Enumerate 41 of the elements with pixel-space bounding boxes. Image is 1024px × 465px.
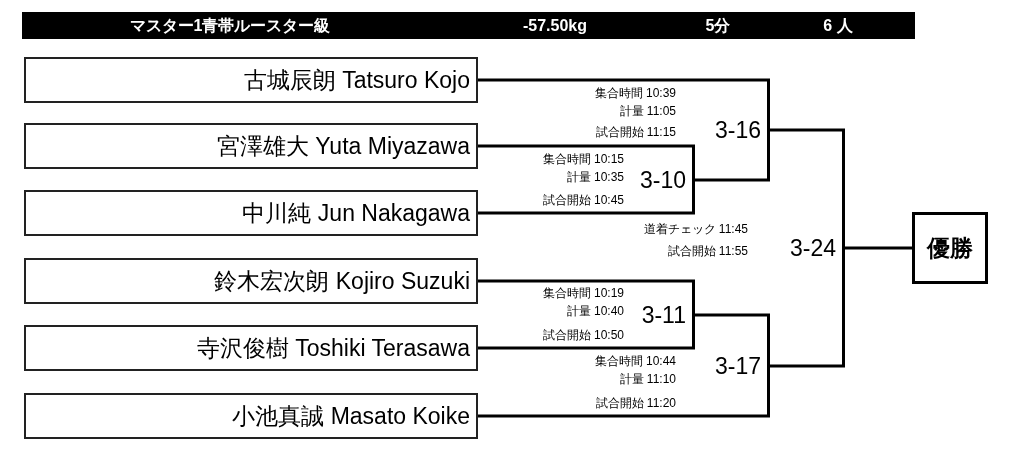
schedule-time: 計量 10:35	[566, 170, 624, 185]
schedule-time: 試合開始 11:15	[595, 125, 676, 140]
schedule-time: 計量 10:40	[566, 304, 624, 319]
division-name: マスター1青帯ルースター級	[129, 16, 331, 35]
bracket-line	[770, 128, 845, 233]
bracket-line	[695, 313, 770, 351]
schedule-time: 試合開始 10:50	[542, 328, 624, 343]
player-name-box: 寺沢俊樹 Toshiki Terasawa	[24, 325, 478, 371]
weight-limit: -57.50kg	[523, 16, 587, 35]
schedule-time: 集合時間 10:19	[542, 286, 624, 301]
match-number: 3-17	[706, 351, 770, 381]
bracket-line	[478, 279, 695, 300]
schedule-time: 試合開始 11:55	[667, 244, 748, 259]
bracket-line	[478, 144, 695, 165]
schedule-time: 試合開始 11:20	[595, 396, 676, 411]
bracket-line	[478, 195, 695, 215]
match-number: 3-11	[631, 300, 695, 330]
player-name-box: 宮澤雄大 Yuta Miyazawa	[24, 123, 478, 169]
match-duration: 5分	[705, 16, 731, 35]
schedule-time: 道着チェック 11:45	[643, 222, 748, 237]
player-name-box: 中川純 Jun Nakagawa	[24, 190, 478, 236]
match-number: 3-16	[706, 115, 770, 145]
bracket-line	[478, 78, 770, 115]
schedule-time: 計量 11:05	[619, 104, 676, 119]
bracket-line	[845, 246, 912, 250]
bracket-line	[695, 145, 770, 182]
match-number: 3-24	[781, 233, 845, 263]
entrant-count: 6 人	[823, 16, 853, 35]
bracket-line	[770, 263, 845, 368]
player-name-box: 古城辰朗 Tatsuro Kojo	[24, 57, 478, 103]
schedule-time: 集合時間 10:15	[542, 152, 624, 167]
match-number: 3-10	[631, 165, 695, 195]
bracket-line	[478, 381, 770, 418]
schedule-time: 計量 11:10	[619, 372, 676, 387]
schedule-time: 集合時間 10:39	[594, 86, 676, 101]
player-name-box: 鈴木宏次朗 Kojiro Suzuki	[24, 258, 478, 304]
bracket-line	[478, 330, 695, 350]
schedule-time: 集合時間 10:44	[594, 354, 676, 369]
player-name-box: 小池真誠 Masato Koike	[24, 393, 478, 439]
schedule-time: 試合開始 10:45	[542, 193, 624, 208]
champion-box: 優勝	[912, 212, 988, 284]
